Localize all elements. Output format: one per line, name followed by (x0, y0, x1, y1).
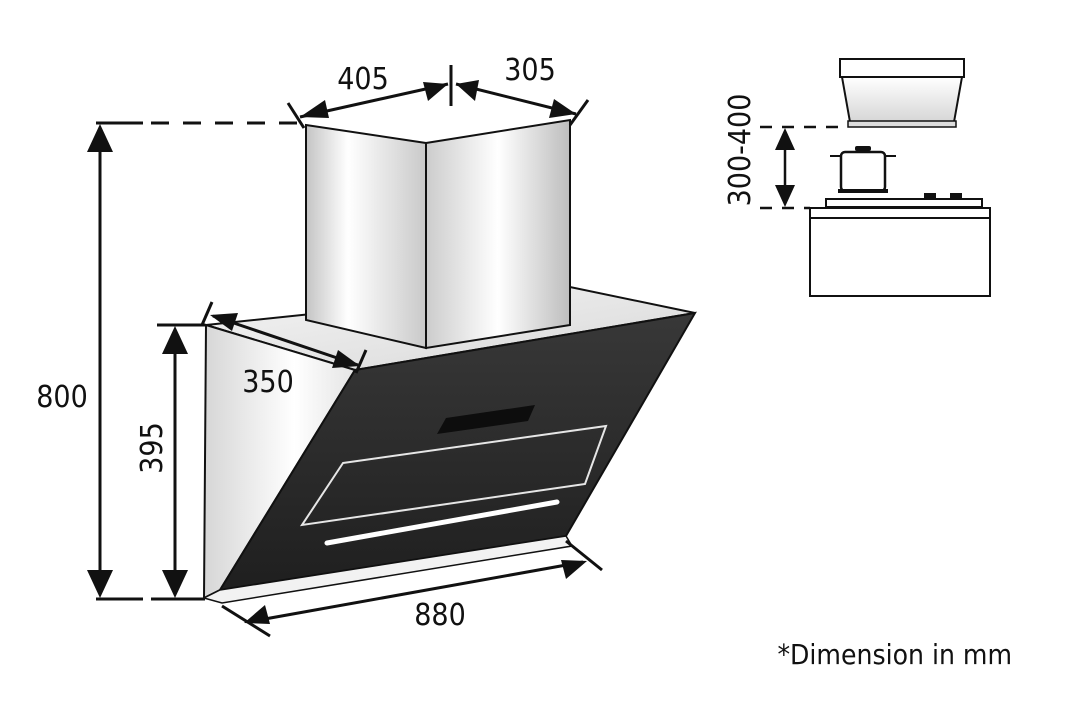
dim-line-hood-depth (212, 314, 359, 367)
hood-display-window (437, 405, 535, 434)
inset-stove (809, 193, 991, 297)
label-chimney-depth: 305 (504, 53, 556, 88)
chimney-left-face (305, 123, 427, 350)
label-hood-width: 880 (414, 598, 466, 633)
label-hood-depth: 350 (242, 365, 294, 400)
hood-control-panel (299, 424, 608, 527)
hood-light-bar (324, 499, 560, 546)
label-chimney-width: 405 (337, 62, 389, 97)
chimney-right-face (425, 118, 571, 350)
label-total-height: 800 (36, 380, 88, 415)
units-note: *Dimension in mm (777, 638, 1012, 671)
hood-bottom-strip (201, 535, 574, 604)
label-hood-height: 395 (135, 422, 170, 474)
hood-body (201, 285, 697, 604)
label-mounting-height: 300-400 (723, 94, 758, 207)
mounting-inset: 300-400 (723, 58, 991, 297)
dimension-lines (87, 65, 603, 638)
dim-line-hood-width (247, 560, 584, 624)
inset-pot (830, 146, 896, 193)
inset-hood (839, 58, 965, 128)
hood-chimney (305, 118, 571, 350)
